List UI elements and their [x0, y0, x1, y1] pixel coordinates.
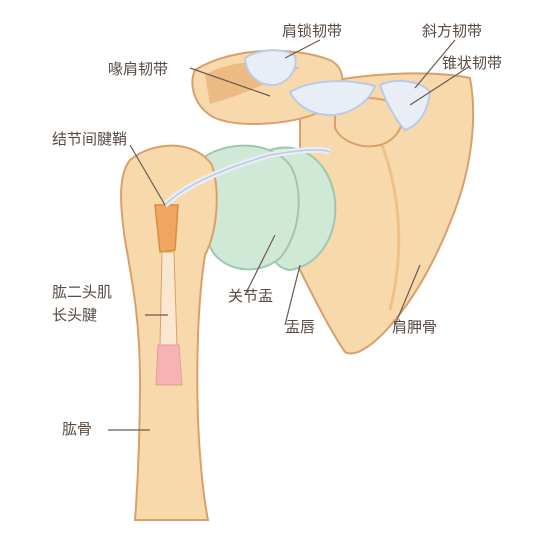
biceps-tendon-shape: [159, 251, 178, 346]
label-bicipital-sheath: 结节间腱鞘: [52, 130, 128, 148]
leader-lines: [108, 39, 471, 431]
bicipital-sheath-shape: [154, 204, 179, 253]
scapula-shape: [294, 72, 475, 355]
label-scapula: 肩胛骨: [392, 318, 438, 336]
label-trapezoid-ligament: 斜方韧带: [422, 22, 483, 40]
biceps-tendon-lower-shape: [155, 344, 183, 386]
label-labrum: 盂唇: [285, 318, 316, 336]
label-coracoacromial-ligament: 喙肩韧带: [108, 60, 169, 78]
acromioclavicular-ligament-shape: [243, 49, 297, 87]
coracoacromial-ligament-shape: [288, 80, 377, 117]
trapezoid-conoid-ligament-shape: [378, 79, 432, 132]
label-glenoid: 关节盂: [228, 287, 274, 305]
label-humerus: 肱骨: [62, 420, 93, 438]
label-biceps-line1: 肱二头肌: [52, 283, 113, 301]
label-biceps-line2: 长头腱: [52, 306, 98, 324]
label-acromioclavicular-ligament: 肩锁韧带: [282, 22, 343, 40]
label-conoid-ligament: 锥状韧带: [442, 54, 503, 72]
